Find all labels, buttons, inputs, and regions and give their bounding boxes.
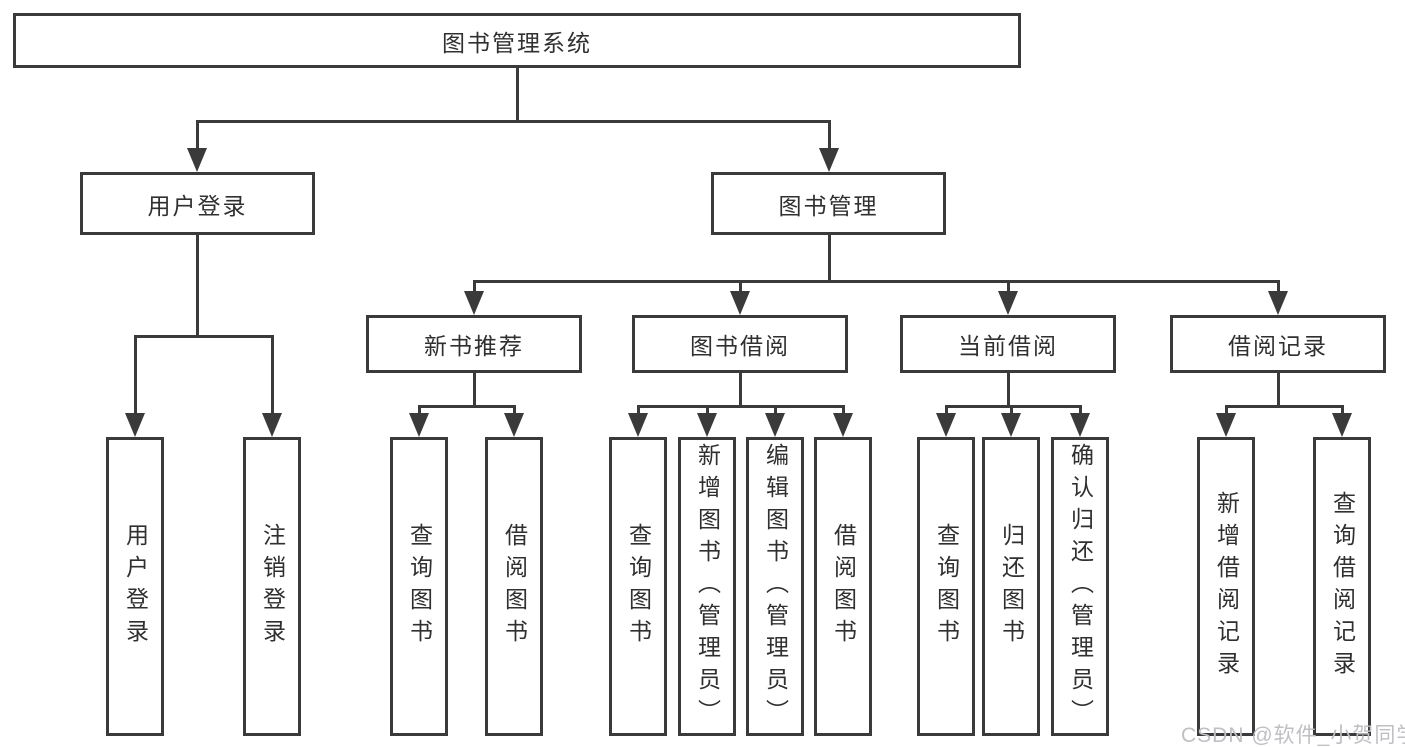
node-label: 归还图书	[998, 522, 1025, 651]
node-label: 借阅图书	[830, 522, 857, 651]
connector	[1224, 405, 1342, 408]
node-label: 用户登录	[122, 522, 149, 651]
arrowhead-down	[1001, 413, 1021, 437]
leaf-query-books-current: 查询图书	[917, 437, 975, 736]
node-label: 新书推荐	[424, 333, 524, 359]
node-root-system: 图书管理系统	[13, 13, 1021, 68]
arrowhead-down	[697, 413, 717, 437]
watermark: CSDN @软件_小贺同学	[1181, 724, 1405, 747]
connector	[944, 405, 948, 417]
connector	[1006, 373, 1010, 408]
connector	[636, 405, 640, 417]
leaf-query-books-recommend: 查询图书	[390, 437, 448, 736]
connector	[827, 120, 831, 152]
leaf-query-books-borrowing: 查询图书	[609, 437, 667, 736]
arrowhead-down	[125, 413, 145, 437]
node-label: 查询借阅记录	[1329, 490, 1356, 683]
arrowhead-down	[998, 291, 1018, 315]
connector	[1009, 405, 1013, 417]
arrowhead-down	[504, 413, 524, 437]
arrowhead-down	[730, 291, 750, 315]
connector	[472, 280, 476, 294]
node-label: 注销登录	[259, 522, 286, 651]
arrowhead-down	[1070, 413, 1090, 437]
node-label: 查询图书	[933, 522, 960, 651]
arrowhead-down	[262, 413, 282, 437]
connector	[738, 280, 742, 294]
node-borrowing-records: 借阅记录	[1170, 315, 1386, 373]
connector	[1006, 280, 1010, 294]
arrowhead-down	[1268, 291, 1288, 315]
node-label: 确认归还（管理员）	[1067, 442, 1094, 731]
connector	[1224, 405, 1228, 417]
connector	[841, 405, 845, 417]
leaf-add-borrow-record: 新增借阅记录	[1197, 437, 1255, 736]
connector	[705, 405, 709, 417]
node-label: 图书管理	[778, 192, 879, 219]
node-label: 查询图书	[625, 522, 652, 651]
connector	[636, 405, 845, 408]
connector	[417, 405, 516, 408]
connector	[417, 405, 421, 417]
node-label: 新增借阅记录	[1213, 490, 1240, 683]
connector	[944, 405, 1082, 408]
node-label: 当前借阅	[958, 333, 1058, 359]
leaf-return-books: 归还图书	[982, 437, 1040, 736]
connector	[738, 373, 742, 408]
node-label: 图书借阅	[690, 333, 790, 359]
connector	[195, 235, 199, 338]
node-label: 借阅记录	[1228, 333, 1328, 359]
node-label: 用户登录	[147, 192, 248, 219]
connector	[472, 373, 476, 408]
connector	[472, 280, 1280, 283]
connector	[1276, 373, 1280, 408]
node-user-login: 用户登录	[80, 172, 315, 235]
leaf-confirm-return-admin: 确认归还（管理员）	[1051, 437, 1109, 736]
leaf-borrow-books-recommend: 借阅图书	[485, 437, 543, 736]
connector	[827, 235, 831, 283]
leaf-borrow-books: 借阅图书	[814, 437, 872, 736]
node-current-borrowing: 当前借阅	[900, 315, 1116, 373]
node-label: 编辑图书（管理员）	[762, 442, 789, 731]
connector	[133, 335, 137, 417]
arrowhead-down	[936, 413, 956, 437]
leaf-add-books-admin: 新增图书（管理员）	[678, 437, 736, 736]
leaf-logout: 注销登录	[243, 437, 301, 736]
arrowhead-down	[409, 413, 429, 437]
connector	[1078, 405, 1082, 417]
connector	[270, 335, 274, 417]
arrowhead-down	[464, 291, 484, 315]
arrowhead-down	[833, 413, 853, 437]
arrowhead-down	[1216, 413, 1236, 437]
leaf-query-borrow-record: 查询借阅记录	[1313, 437, 1371, 736]
connector	[1340, 405, 1344, 417]
connector	[515, 68, 519, 122]
node-book-borrowing: 图书借阅	[632, 315, 848, 373]
arrowhead-down	[187, 148, 207, 172]
leaf-edit-books-admin: 编辑图书（管理员）	[746, 437, 804, 736]
node-label: 借阅图书	[501, 522, 528, 651]
leaf-user-login: 用户登录	[106, 437, 164, 736]
arrowhead-down	[628, 413, 648, 437]
node-label: 新增图书（管理员）	[694, 442, 721, 731]
connector	[512, 405, 516, 417]
node-new-book-recommend: 新书推荐	[366, 315, 582, 373]
node-book-management: 图书管理	[711, 172, 946, 235]
arrowhead-down	[1332, 413, 1352, 437]
arrowhead-down	[819, 148, 839, 172]
arrowhead-down	[765, 413, 785, 437]
connector	[133, 335, 274, 338]
connector	[195, 120, 831, 123]
node-label: 图书管理系统	[442, 29, 592, 56]
node-label: 查询图书	[406, 522, 433, 651]
connector	[195, 120, 199, 152]
connector	[773, 405, 777, 417]
connector	[1276, 280, 1280, 294]
